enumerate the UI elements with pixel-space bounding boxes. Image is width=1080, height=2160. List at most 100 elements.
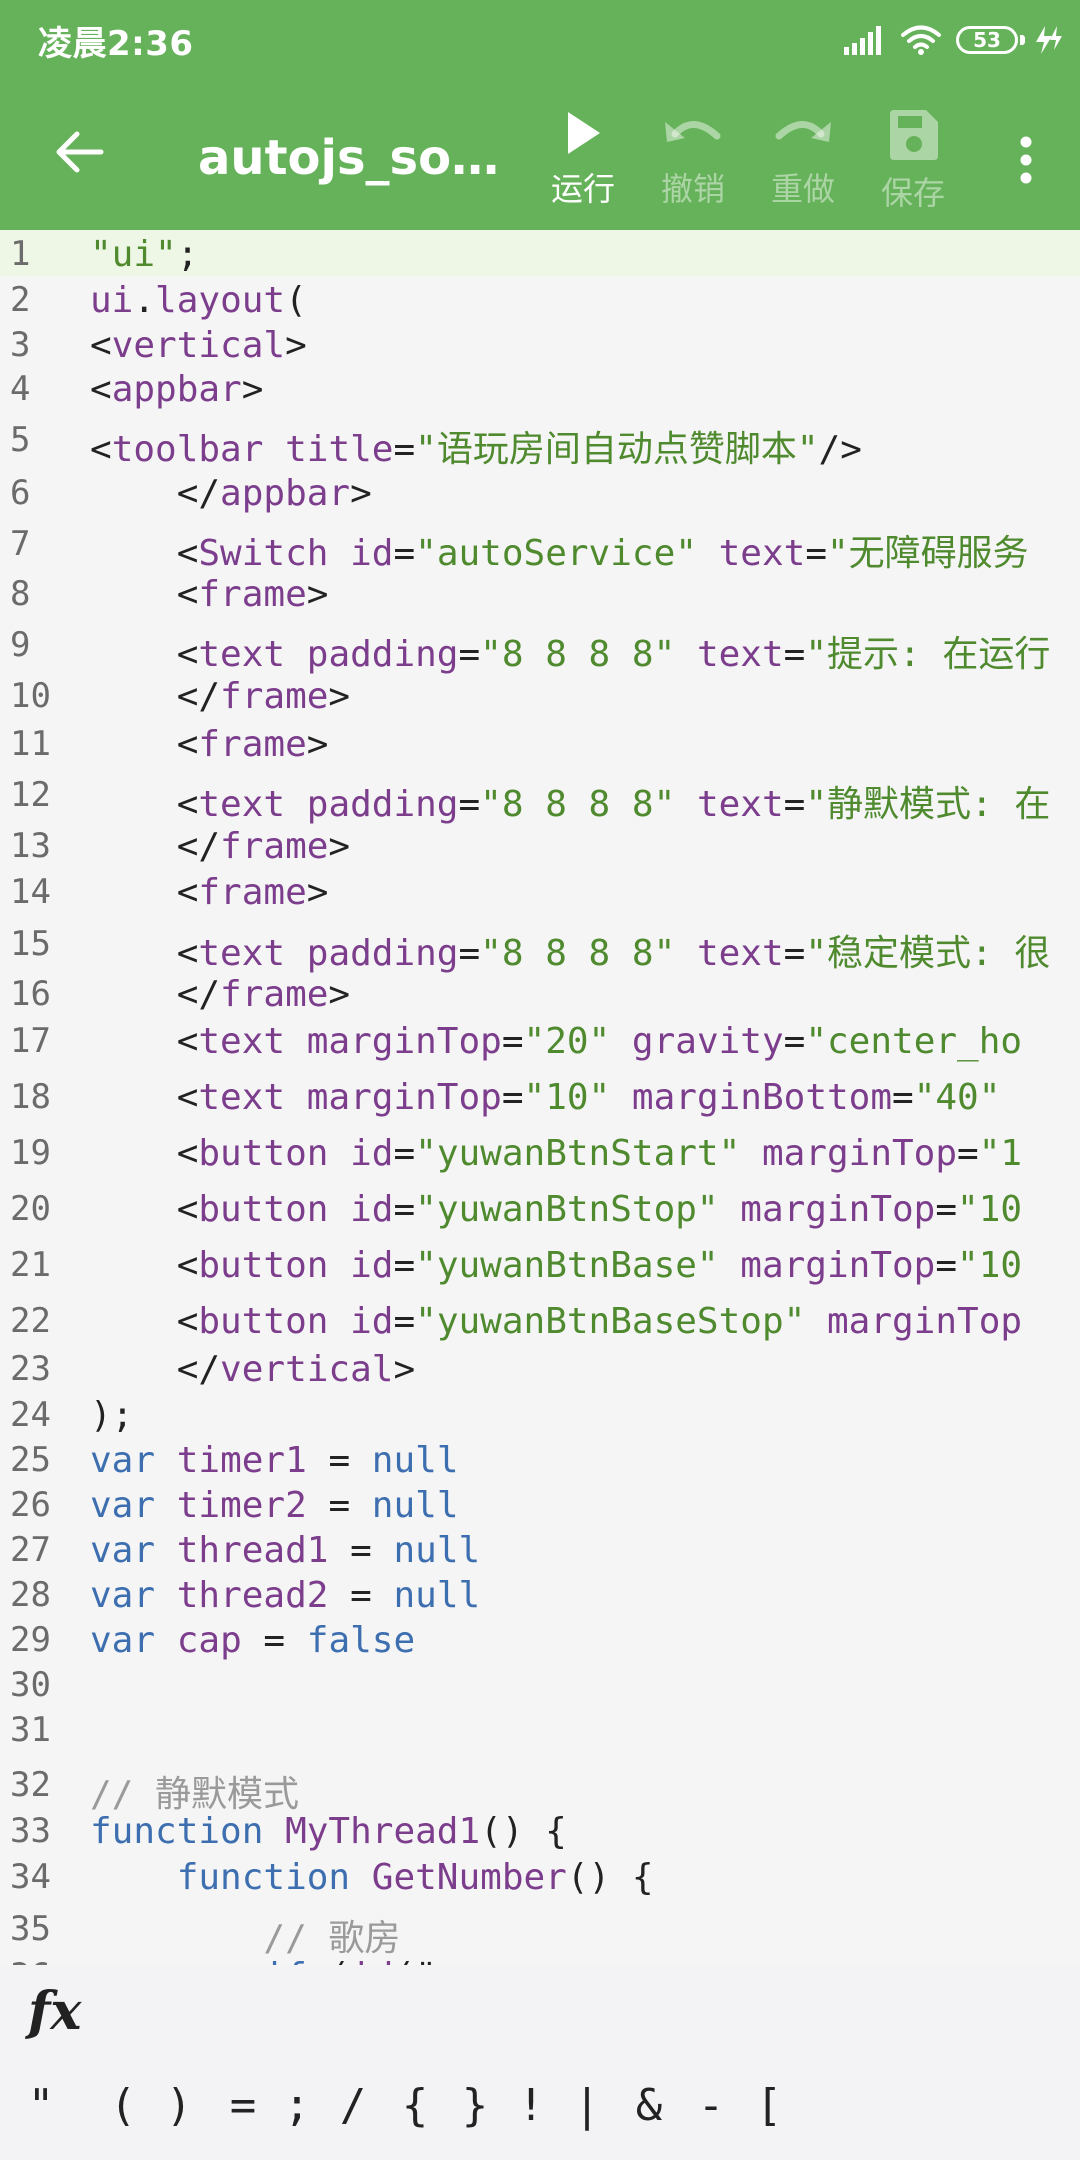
code-token: button (198, 1189, 329, 1230)
code-line[interactable]: 5<toolbar title="语玩房间自动点赞脚本"/> (0, 416, 1080, 470)
symbol-key[interactable]: } (461, 2080, 489, 2131)
code-token: "10 (957, 1245, 1023, 1286)
code-line[interactable]: 15 <text padding="8 8 8 8" text="稳定模式: 很 (0, 920, 1080, 974)
code-line[interactable]: 17 <text marginTop="20" gravity="center_… (0, 1017, 1080, 1063)
code-line[interactable]: 4<appbar> (0, 365, 1080, 411)
symbol-key[interactable]: { (401, 2080, 429, 2131)
line-number: 34 (10, 1857, 51, 1897)
redo-button[interactable]: 重做 (753, 108, 853, 218)
status-time: 凌晨2:36 (38, 24, 194, 64)
symbol-key[interactable]: - (697, 2080, 725, 2131)
code-token: > (306, 574, 329, 615)
line-number: 8 (10, 574, 31, 614)
line-number: 25 (10, 1440, 51, 1480)
line-number: 13 (10, 826, 51, 866)
code-token: ( (307, 1956, 350, 1965)
code-token: < (90, 574, 199, 615)
back-button[interactable] (40, 112, 120, 192)
code-token: button (198, 1301, 329, 1342)
code-token: // 静默模式 (90, 1774, 300, 1815)
code-line[interactable]: 12 <text padding="8 8 8 8" text="静默模式: 在 (0, 771, 1080, 825)
line-number: 24 (10, 1395, 51, 1435)
symbol-key[interactable]: ; (283, 2080, 311, 2131)
code-token: false (306, 1620, 416, 1661)
code-line[interactable]: 23 </vertical> (0, 1345, 1080, 1391)
code-line[interactable]: 30 (0, 1661, 1080, 1707)
code-token: "yuwanBtnStop" (415, 1189, 719, 1230)
symbol-key[interactable]: [ (755, 2080, 783, 2131)
symbol-key[interactable]: ! (517, 2080, 545, 2131)
symbol-key[interactable]: ( (109, 2080, 137, 2131)
code-token: = (783, 933, 806, 974)
code-token: id (350, 1956, 393, 1965)
code-token: toolbar (111, 429, 264, 470)
undo-button[interactable]: 撤销 (643, 108, 743, 218)
code-token (285, 1077, 307, 1118)
code-line[interactable]: 7 <Switch id="autoService" text="无障碍服务 (0, 520, 1080, 574)
symbol-key[interactable]: / (339, 2080, 367, 2131)
symbol-key[interactable]: = (229, 2080, 257, 2131)
code-line[interactable]: 22 <button id="yuwanBtnBaseStop" marginT… (0, 1297, 1080, 1343)
code-line[interactable]: 16 </frame> (0, 970, 1080, 1016)
code-token: = (783, 634, 806, 675)
code-token: = (458, 933, 481, 974)
code-text: var timer1 = null (90, 1440, 459, 1481)
line-number: 9 (10, 625, 31, 665)
symbol-key[interactable]: | (573, 2080, 601, 2131)
line-number: 12 (10, 775, 51, 815)
symbol-key[interactable]: ) (165, 2080, 193, 2131)
symbol-key[interactable]: & (635, 2080, 663, 2131)
code-line[interactable]: 9 <text padding="8 8 8 8" text="提示: 在运行 (0, 621, 1080, 675)
code-line[interactable]: 21 <button id="yuwanBtnBase" marginTop="… (0, 1241, 1080, 1287)
code-line[interactable]: 13 </frame> (0, 822, 1080, 868)
symbol-key[interactable]: " (27, 2080, 55, 2131)
code-line[interactable]: 34 function GetNumber() { (0, 1853, 1080, 1899)
code-token (285, 933, 307, 974)
more-menu-button[interactable] (996, 120, 1056, 200)
code-line[interactable]: 19 <button id="yuwanBtnStart" marginTop=… (0, 1129, 1080, 1175)
line-number: 31 (10, 1710, 51, 1750)
code-line[interactable]: 10 </frame> (0, 672, 1080, 718)
code-line[interactable]: 11 <frame> (0, 720, 1080, 766)
code-line[interactable]: 20 <button id="yuwanBtnStop" marginTop="… (0, 1185, 1080, 1231)
code-line[interactable]: 36 if (id(" (0, 1952, 1080, 1965)
code-token: text (198, 1021, 286, 1062)
code-line[interactable]: 24); (0, 1391, 1080, 1437)
line-number: 15 (10, 924, 51, 964)
code-token: function (90, 1811, 264, 1852)
code-line[interactable]: 18 <text marginTop="10" marginBottom="40… (0, 1073, 1080, 1119)
code-line[interactable]: 3<vertical> (0, 321, 1080, 367)
code-line[interactable]: 32// 静默模式 (0, 1761, 1080, 1815)
code-token: "无障碍服务 (827, 533, 1029, 574)
code-token: null (371, 1440, 459, 1481)
charging-icon (1036, 26, 1062, 54)
code-text: <button id="yuwanBtnBaseStop" marginTop (90, 1301, 1022, 1342)
fx-button[interactable]: fx (28, 1981, 82, 2042)
symbol-bar: fx " () =; / {}! |&-[ (0, 1965, 1080, 2160)
code-token: < (90, 933, 199, 974)
code-line[interactable]: 6 </appbar> (0, 469, 1080, 515)
code-line[interactable]: 8 <frame> (0, 570, 1080, 616)
code-line[interactable]: 25 var timer1 = null (0, 1436, 1080, 1482)
code-token: marginTop (306, 1021, 502, 1062)
code-line[interactable]: 35 // 歌房 (0, 1905, 1080, 1959)
code-token: id (350, 533, 394, 574)
run-button[interactable]: 运行 (533, 108, 633, 218)
code-token: (" (393, 1956, 436, 1965)
code-line[interactable]: 31 (0, 1706, 1080, 1752)
code-line[interactable]: 14 <frame> (0, 868, 1080, 914)
code-token: var (90, 1440, 156, 1481)
save-button[interactable]: 保存 (863, 108, 963, 218)
code-token: frame (198, 574, 307, 615)
code-text: <frame> (90, 724, 329, 765)
code-token: text (198, 784, 286, 825)
code-token: < (90, 1077, 199, 1118)
code-line[interactable]: 1"ui"; (0, 230, 1080, 276)
